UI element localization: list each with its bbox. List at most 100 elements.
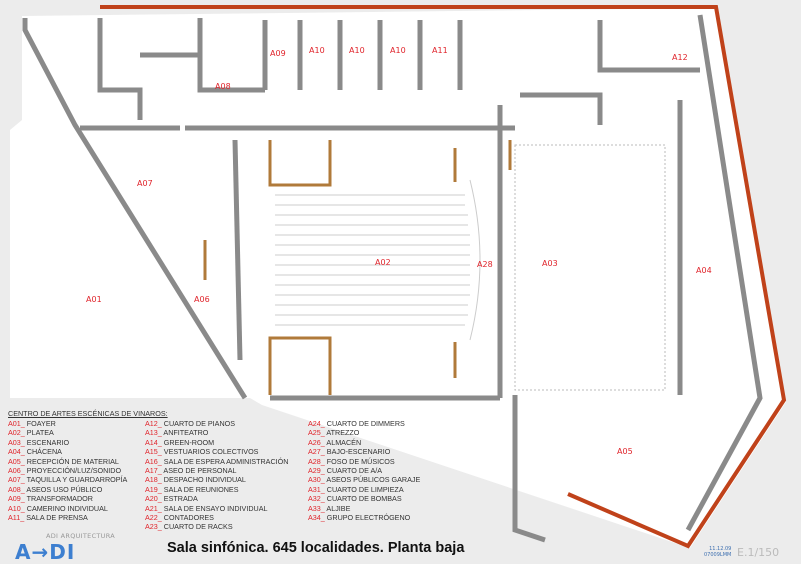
legend-room-name: FOAYER — [24, 419, 56, 428]
date-code: 07009LMM — [704, 552, 732, 558]
legend-item: A06_ PROYECCIÓN/LUZ/SONIDO — [8, 466, 127, 475]
legend-code: A22_ — [145, 513, 162, 523]
legend-item: A21_ SALA DE ENSAYO INDIVIDUAL — [145, 504, 288, 513]
legend-code: A17_ — [145, 466, 162, 476]
legend-room-name: DESPACHO INDIVIDUAL — [161, 475, 246, 485]
room-label-a09: A09 — [270, 49, 286, 58]
legend-code: A29_ — [308, 466, 325, 476]
legend-code: A02_ — [8, 428, 25, 438]
legend-item: A05_ RECEPCIÓN DE MATERIAL — [8, 457, 127, 466]
legend-room-name: CUARTO DE BOMBAS — [324, 494, 402, 504]
legend-room-name: PLATEA — [24, 428, 54, 438]
legend-room-name: TAQUILLA Y GUARDARROPÍA — [24, 475, 128, 485]
legend-room-name: ASEOS USO PÚBLICO — [24, 484, 103, 494]
legend-code: A16_ — [145, 456, 162, 466]
legend-item: A26_ ALMACÉN — [308, 438, 420, 447]
room-label-a10: A10 — [309, 46, 325, 55]
legend-room-name: SALA DE PRENSA — [24, 513, 88, 523]
legend-room-name: TRANSFORMADOR — [24, 494, 93, 504]
room-label-a03: A03 — [542, 259, 558, 268]
legend-code: A15_ — [145, 447, 162, 457]
room-label-a01: A01 — [86, 295, 102, 304]
drawing-caption: Sala sinfónica. 645 localidades. Planta … — [167, 540, 465, 556]
legend-room-name: CUARTO DE LIMPIEZA — [324, 484, 404, 494]
legend-code: A06_ — [8, 466, 25, 476]
legend-item: A08_ ASEOS USO PÚBLICO — [8, 485, 127, 494]
legend-room-name: GREEN-ROOM — [161, 437, 215, 447]
legend-room-name: ASEO DE PERSONAL — [161, 466, 237, 476]
legend-code: A32_ — [308, 494, 325, 504]
legend-code: A12_ — [145, 419, 162, 428]
room-label-a28: A28 — [477, 260, 493, 269]
legend-item: A32_ CUARTO DE BOMBAS — [308, 494, 420, 503]
legend-code: A33_ — [308, 503, 325, 513]
legend-room-name: SALA DE ENSAYO INDIVIDUAL — [161, 503, 268, 513]
legend-item: A13_ ANFITEATRO — [145, 428, 288, 437]
legend-code: A34_ — [308, 513, 325, 523]
legend-item: A15_ VESTUARIOS COLECTIVOS — [145, 447, 288, 456]
room-label-a11: A11 — [432, 46, 448, 55]
legend-code: A21_ — [145, 503, 162, 513]
legend-item: A03_ ESCENARIO — [8, 438, 127, 447]
legend-code: A01_ — [8, 419, 25, 428]
legend-code: A14_ — [145, 437, 162, 447]
legend-code: A31_ — [308, 484, 325, 494]
legend-item: A10_ CAMERINO INDIVIDUAL — [8, 504, 127, 513]
legend-room-name: GRUPO ELECTRÓGENO — [324, 513, 411, 523]
room-legend: CENTRO DE ARTES ESCÉNICAS DE VINAROS: A0… — [8, 409, 420, 531]
legend-item: A24_ CUARTO DE DIMMERS — [308, 419, 420, 428]
legend-room-name: VESTUARIOS COLECTIVOS — [161, 447, 259, 457]
legend-room-name: ESTRADA — [161, 494, 198, 504]
legend-code: A23_ — [145, 522, 162, 532]
legend-code: A19_ — [145, 484, 162, 494]
legend-code: A28_ — [308, 456, 325, 466]
walls — [22, 14, 763, 543]
room-label-a04: A04 — [696, 266, 712, 275]
legend-item: A25_ ATREZZO — [308, 428, 420, 437]
legend-item: A16_ SALA DE ESPERA ADMINISTRACIÓN — [145, 457, 288, 466]
legend-room-name: ASEOS PÚBLICOS GARAJE — [324, 475, 421, 485]
legend-room-name: ANFITEATRO — [161, 428, 209, 438]
room-label-a06: A06 — [194, 295, 210, 304]
legend-code: A24_ — [308, 419, 325, 428]
legend-item: A02_ PLATEA — [8, 428, 127, 437]
legend-item: A14_ GREEN-ROOM — [145, 438, 288, 447]
legend-item: A27_ BAJO-ESCENARIO — [308, 447, 420, 456]
legend-code: A26_ — [308, 437, 325, 447]
stage-outline — [514, 144, 666, 391]
seating-rows — [275, 179, 481, 341]
legend-code: A08_ — [8, 484, 25, 494]
legend-title: CENTRO DE ARTES ESCÉNICAS DE VINAROS: — [8, 409, 168, 418]
legend-code: A18_ — [145, 475, 162, 485]
legend-room-name: ESCENARIO — [24, 437, 70, 447]
legend-code: A11_ — [8, 513, 25, 523]
room-label-a12: A12 — [672, 53, 688, 62]
legend-code: A04_ — [8, 447, 25, 457]
date-line: 11.12.09 — [709, 546, 732, 552]
legend-room-name: CUARTO DE PIANOS — [161, 419, 236, 428]
legend-item: A30_ ASEOS PÚBLICOS GARAJE — [308, 475, 420, 484]
studio-logo: A→DI — [15, 540, 76, 564]
legend-item: A11_ SALA DE PRENSA — [8, 513, 127, 522]
legend-item: A17_ ASEO DE PERSONAL — [145, 466, 288, 475]
legend-room-name: CAMERINO INDIVIDUAL — [24, 503, 108, 513]
legend-item: A31_ CUARTO DE LIMPIEZA — [308, 485, 420, 494]
legend-code: A03_ — [8, 437, 25, 447]
room-label-a05: A05 — [617, 447, 633, 456]
legend-item: A04_ CHÁCENA — [8, 447, 127, 456]
legend-code: A20_ — [145, 494, 162, 504]
legend-code: A30_ — [308, 475, 325, 485]
legend-item: A28_ FOSO DE MÚSICOS — [308, 457, 420, 466]
legend-code: A27_ — [308, 447, 325, 457]
legend-room-name: SALA DE ESPERA ADMINISTRACIÓN — [161, 456, 289, 466]
drawing-scale: E.1/150 — [737, 546, 780, 559]
legend-code: A05_ — [8, 456, 25, 466]
room-label-a07: A07 — [137, 179, 153, 188]
legend-item: A34_ GRUPO ELECTRÓGENO — [308, 513, 420, 522]
legend-item: A20_ ESTRADA — [145, 494, 288, 503]
legend-item: A18_ DESPACHO INDIVIDUAL — [145, 475, 288, 484]
legend-room-name: FOSO DE MÚSICOS — [324, 456, 395, 466]
legend-item: A23_ CUARTO DE RACKS — [145, 522, 288, 531]
legend-room-name: SALA DE REUNIONES — [161, 484, 239, 494]
